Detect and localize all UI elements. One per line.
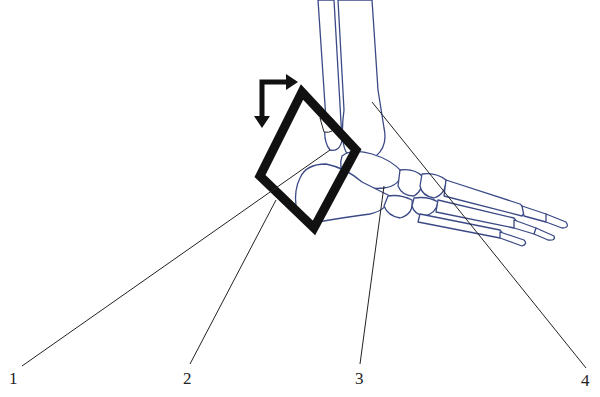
cuneiform-bone [412,198,438,217]
cuboid-bone [384,196,412,219]
bandage-frame [260,92,356,228]
leader-line [372,102,586,368]
arrow-head [254,116,270,128]
toe-bone [534,228,554,240]
toe-bone [522,206,549,222]
toe-bone [500,232,526,246]
arrow-head [286,74,298,90]
toe-bone [546,214,567,228]
leader-line [360,186,384,364]
callout-number: 3 [354,370,365,387]
leader-line [22,150,330,366]
callout-number: 4 [580,372,591,389]
navicular-bone [398,170,422,196]
metatarsal-bone [418,214,503,238]
callout-number: 1 [8,370,19,387]
direction-arrow [262,82,288,120]
leader-line [190,200,276,364]
callout-number: 2 [182,370,193,387]
